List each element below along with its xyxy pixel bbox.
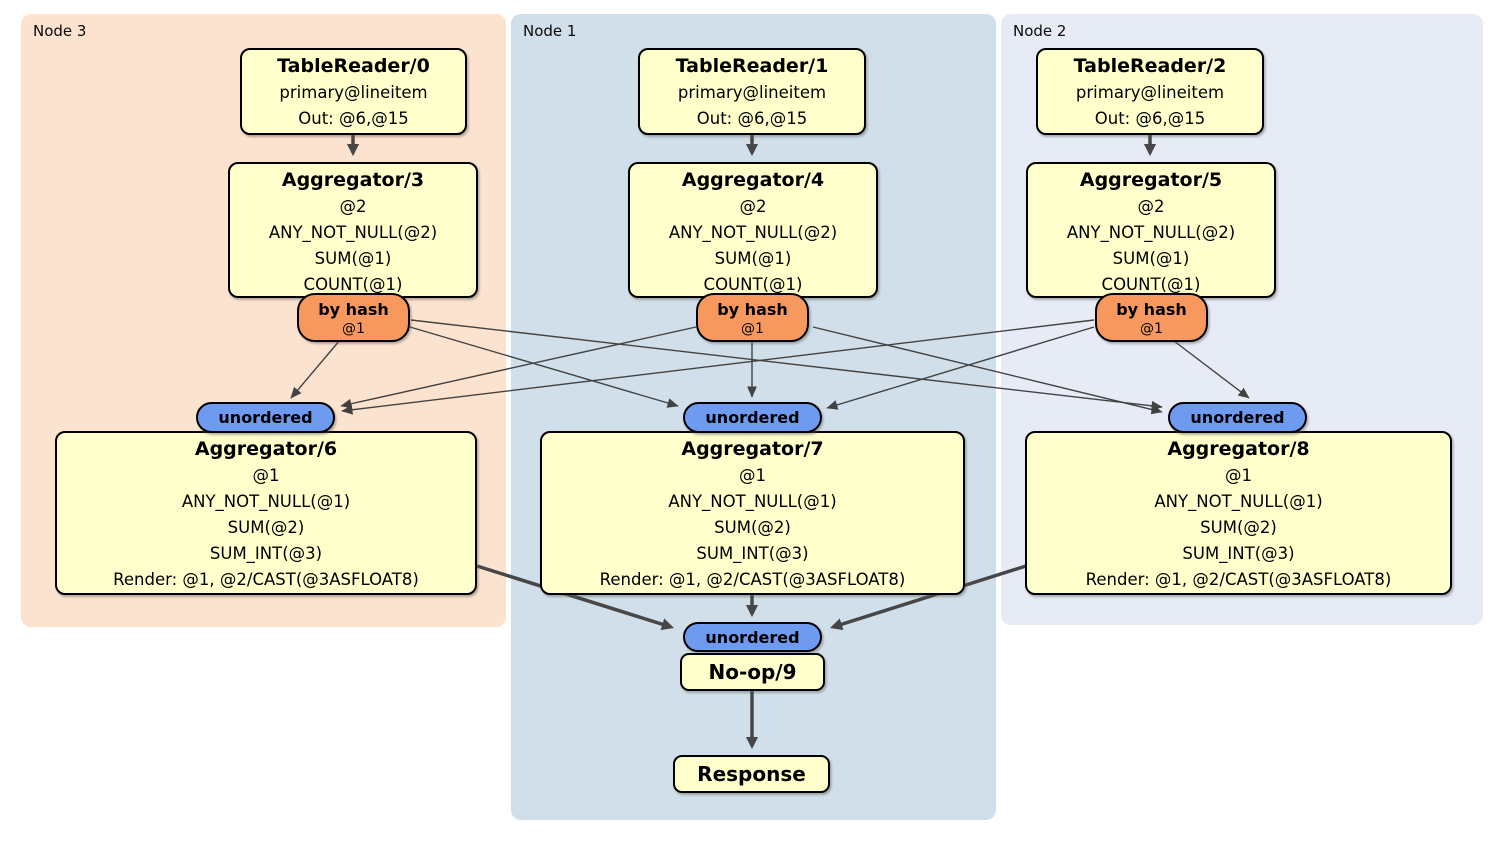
- aggregator-box: Aggregator/8 @1 ANY_NOT_NULL(@1) SUM(@2)…: [1025, 431, 1452, 595]
- aggregator-box: Aggregator/4 @2 ANY_NOT_NULL(@2) SUM(@1)…: [628, 162, 878, 298]
- edge-hash5-sync6: [341, 319, 1095, 415]
- table-reader-out: Out: @6,@15: [696, 109, 808, 128]
- response-box: Response: [673, 755, 830, 793]
- table-reader-box: TableReader/1 primary@lineitem Out: @6,@…: [638, 48, 866, 135]
- table-reader-index: primary@lineitem: [677, 83, 827, 102]
- edge-aggregator6-finalsync: [476, 564, 675, 631]
- stream-sync-label: unordered: [1190, 408, 1285, 427]
- stream-sync-label: unordered: [218, 408, 313, 427]
- hash-router-oval: by hash @1: [297, 293, 410, 342]
- aggregator-detail: COUNT(@1): [303, 275, 403, 294]
- table-reader-out: Out: @6,@15: [298, 109, 409, 128]
- aggregator-detail: @1: [739, 466, 766, 485]
- aggregator-detail: @1: [252, 466, 280, 485]
- aggregator-detail: @1: [1225, 466, 1252, 485]
- aggregator-detail: SUM(@1): [1112, 249, 1190, 268]
- aggregator-title: Aggregator/5: [1079, 169, 1223, 191]
- final-sync-oval: unordered: [683, 622, 822, 652]
- table-reader-index: primary@lineitem: [279, 83, 428, 102]
- hash-router-label: by hash: [318, 300, 389, 319]
- table-reader-index: primary@lineitem: [1075, 83, 1225, 102]
- aggregator-detail: SUM(@1): [714, 249, 792, 268]
- table-reader-title: TableReader/0: [277, 55, 430, 77]
- table-reader-title: TableReader/2: [1073, 55, 1227, 77]
- aggregator-detail: SUM_INT(@3): [1182, 544, 1295, 563]
- aggregator-detail: ANY_NOT_NULL(@1): [1154, 492, 1323, 511]
- final-sync-label: unordered: [705, 627, 800, 647]
- aggregator-render: Render: @1, @2/CAST(@3ASFLOAT8): [599, 570, 906, 589]
- aggregator-render: Render: @1, @2/CAST(@3ASFLOAT8): [1085, 570, 1392, 589]
- table-reader-box: TableReader/2 primary@lineitem Out: @6,@…: [1036, 48, 1264, 135]
- hash-router-key: @1: [342, 321, 365, 337]
- aggregator-title: Aggregator/3: [281, 169, 425, 191]
- stream-sync-oval: unordered: [196, 402, 335, 433]
- node-region-label: Node 1: [523, 22, 577, 40]
- stream-sync-label: unordered: [705, 408, 800, 427]
- aggregator-title: Aggregator/7: [681, 438, 824, 460]
- aggregator-detail: @2: [1137, 197, 1165, 216]
- edge-hash5-sync8: [1173, 340, 1250, 399]
- edge-hash4-sync8: [812, 326, 1163, 415]
- hash-router-label: by hash: [717, 300, 788, 319]
- node-region-label: Node 3: [33, 22, 87, 40]
- aggregator-box: Aggregator/3 @2 ANY_NOT_NULL(@2) SUM(@1)…: [228, 162, 478, 298]
- edge-aggregator8-finalsync: [829, 564, 1027, 631]
- aggregator-title: Aggregator/4: [681, 169, 825, 191]
- node-region-label: Node 2: [1013, 22, 1067, 40]
- hash-router-oval: by hash @1: [1095, 293, 1208, 342]
- aggregator-detail: ANY_NOT_NULL(@2): [1066, 223, 1236, 242]
- edge-hash3-sync6: [290, 339, 341, 399]
- aggregator-detail: SUM(@2): [714, 518, 791, 537]
- aggregator-detail: COUNT(@1): [703, 275, 803, 294]
- noop-title: No-op/9: [708, 660, 797, 684]
- aggregator-detail: COUNT(@1): [1101, 275, 1201, 294]
- aggregator-title: Aggregator/8: [1167, 438, 1310, 460]
- hash-router-oval: by hash @1: [696, 293, 809, 342]
- stream-sync-oval: unordered: [1168, 402, 1307, 433]
- aggregator-detail: SUM(@2): [1200, 518, 1277, 537]
- aggregator-render: Render: @1, @2/CAST(@3ASFLOAT8): [113, 570, 419, 589]
- aggregator-detail: ANY_NOT_NULL(@2): [668, 223, 838, 242]
- table-reader-out: Out: @6,@15: [1094, 109, 1206, 128]
- stream-sync-oval: unordered: [683, 402, 822, 433]
- edge-hash3-sync7: [409, 326, 679, 408]
- aggregator-detail: ANY_NOT_NULL(@2): [268, 223, 438, 242]
- aggregator-detail: @2: [339, 197, 367, 216]
- hash-router-key: @1: [1140, 321, 1163, 337]
- edge-hash5-sync7: [826, 326, 1095, 410]
- edge-hash3-sync8: [410, 319, 1163, 411]
- response-title: Response: [697, 762, 806, 786]
- edge-hash4-sync6: [340, 326, 697, 409]
- aggregator-detail: SUM_INT(@3): [209, 544, 323, 563]
- aggregator-title: Aggregator/6: [194, 438, 338, 460]
- aggregator-detail: ANY_NOT_NULL(@1): [668, 492, 837, 511]
- aggregator-box: Aggregator/5 @2 ANY_NOT_NULL(@2) SUM(@1)…: [1026, 162, 1276, 298]
- table-reader-box: TableReader/0 primary@lineitem Out: @6,@…: [240, 48, 467, 135]
- aggregator-detail: SUM(@2): [227, 518, 305, 537]
- table-reader-title: TableReader/1: [675, 55, 829, 77]
- aggregator-detail: ANY_NOT_NULL(@1): [181, 492, 351, 511]
- aggregator-box: Aggregator/6 @1 ANY_NOT_NULL(@1) SUM(@2)…: [55, 431, 477, 595]
- aggregator-detail: SUM_INT(@3): [696, 544, 809, 563]
- hash-router-label: by hash: [1116, 300, 1187, 319]
- noop-box: No-op/9: [680, 653, 825, 691]
- aggregator-detail: SUM(@1): [314, 249, 392, 268]
- aggregator-box: Aggregator/7 @1 ANY_NOT_NULL(@1) SUM(@2)…: [540, 431, 965, 595]
- hash-router-key: @1: [741, 321, 764, 337]
- aggregator-detail: @2: [739, 197, 767, 216]
